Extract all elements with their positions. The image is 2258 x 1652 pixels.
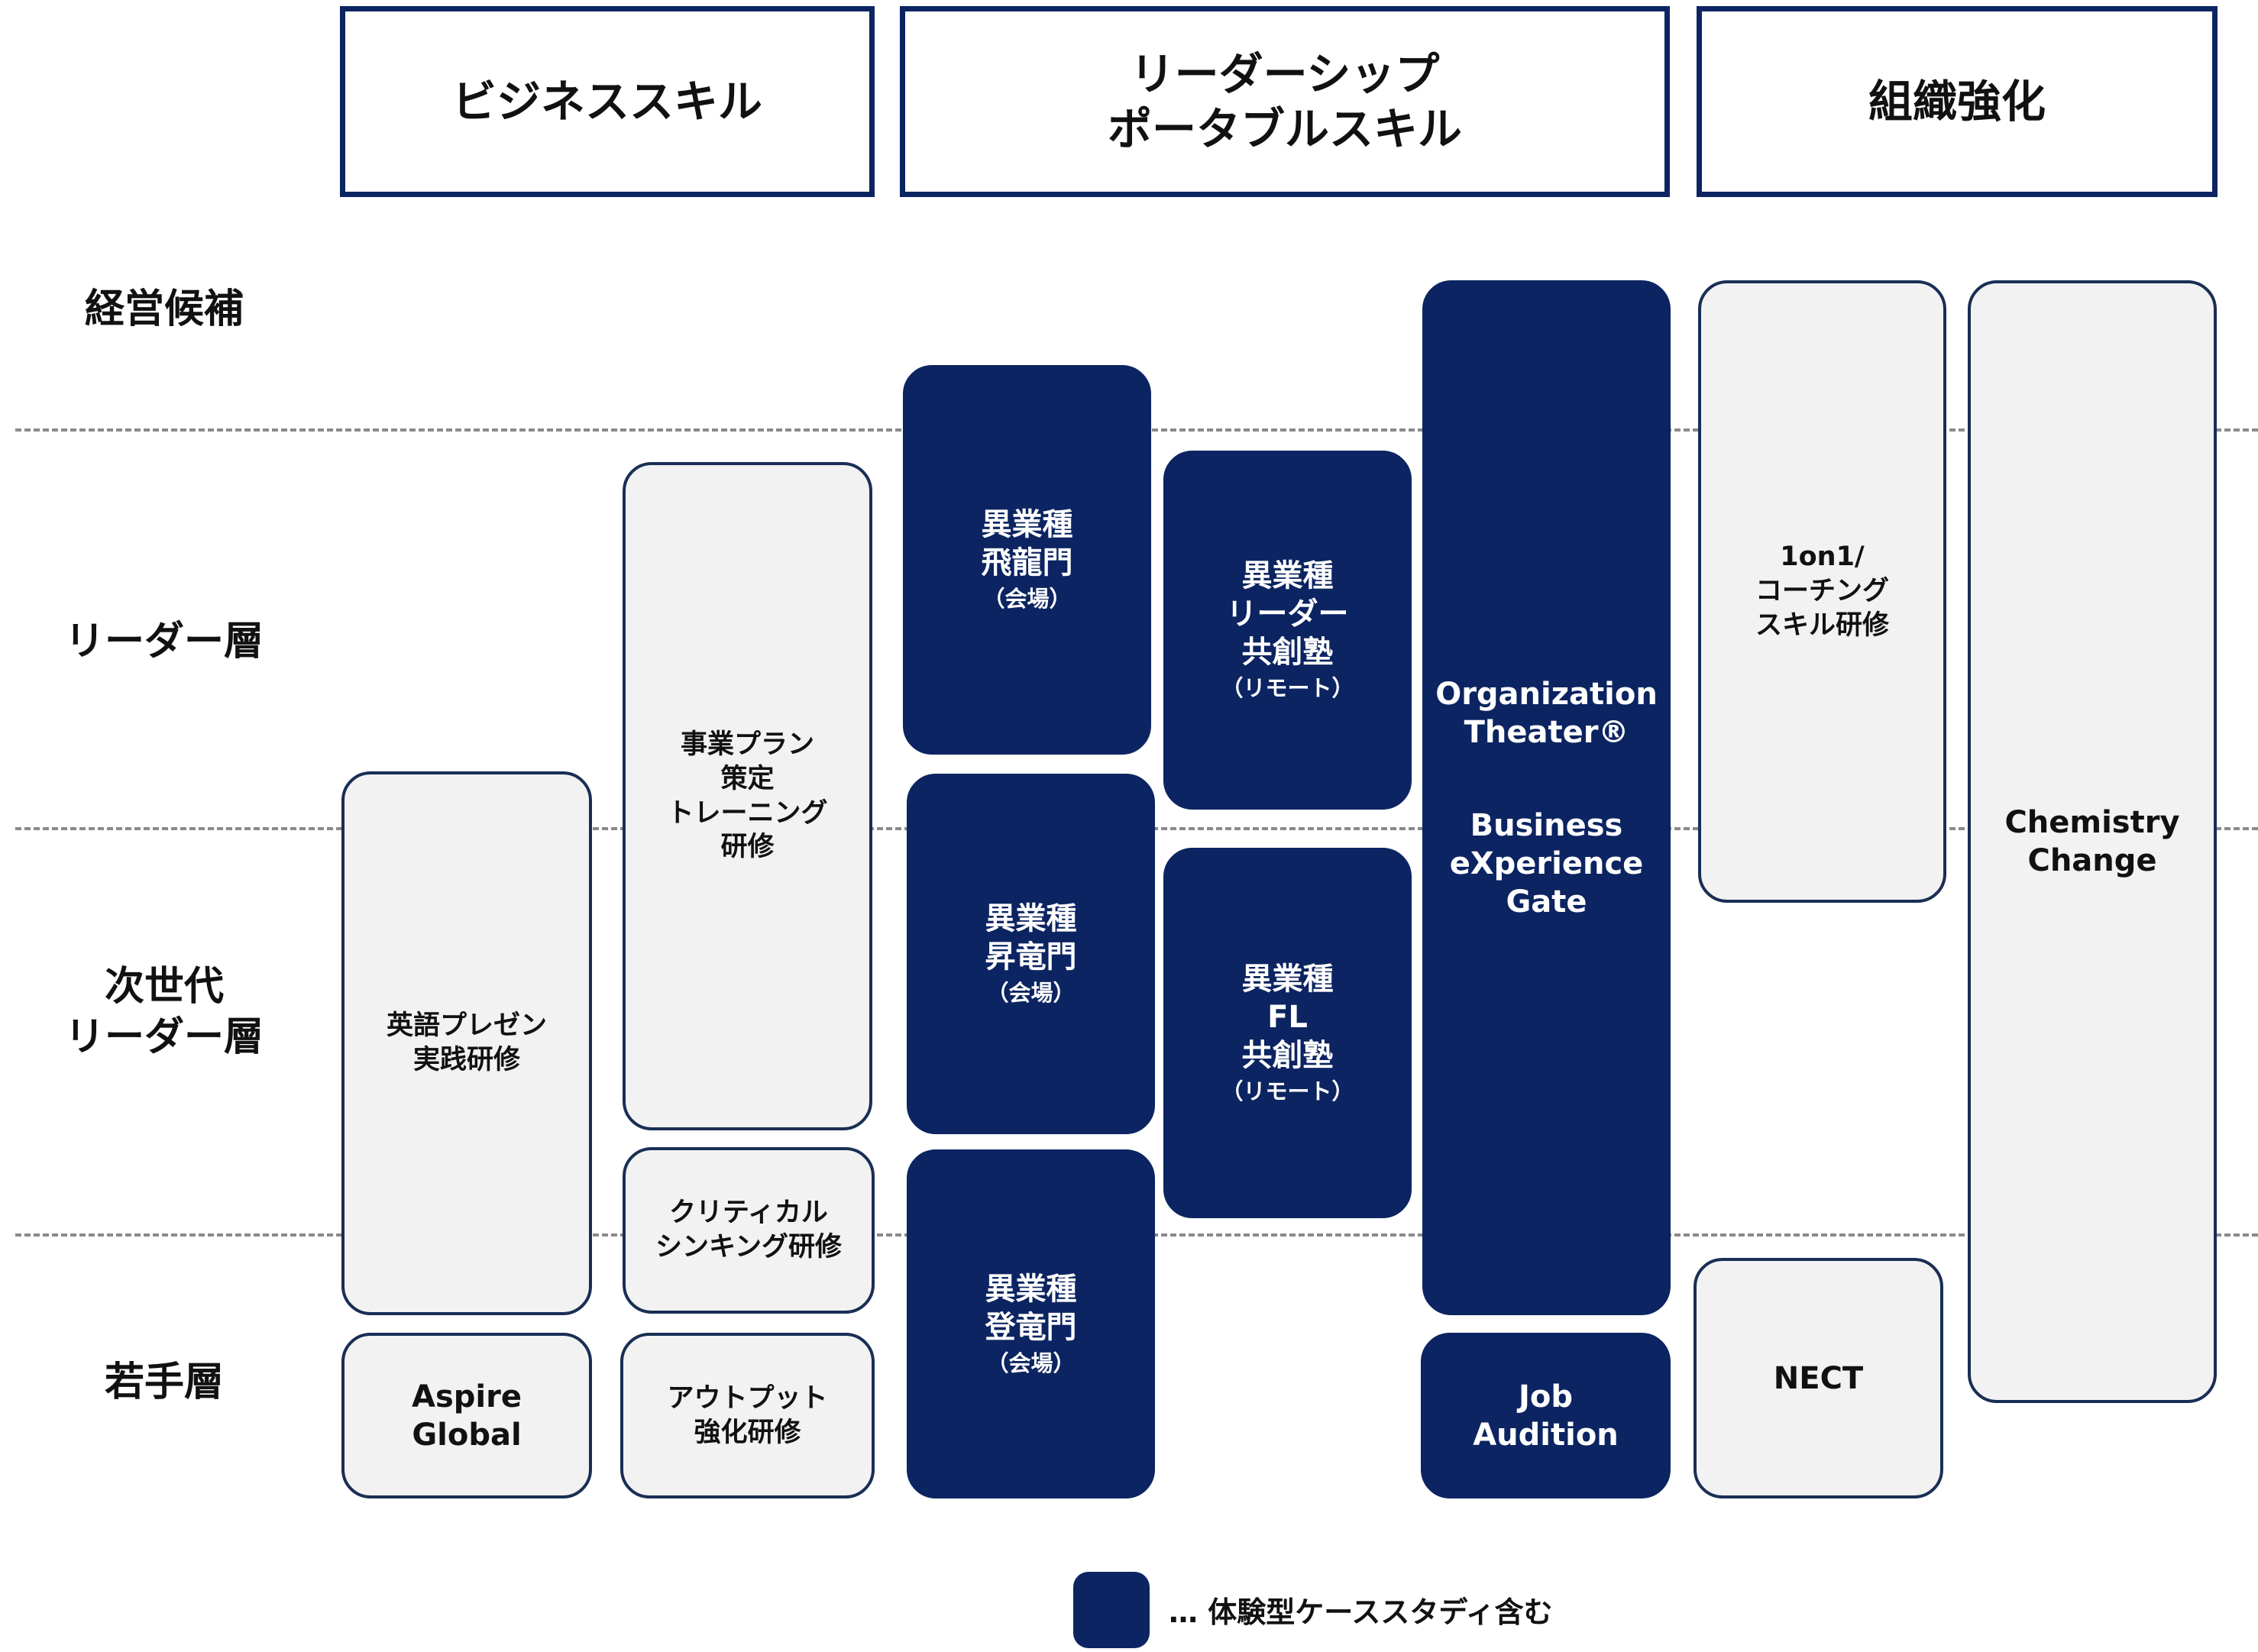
- program-title: 異業種 FL 共創塾: [1241, 961, 1334, 1073]
- program-title: クリティカル シンキング研修: [655, 1198, 842, 1262]
- program-title: Organization Theater®: [1435, 676, 1658, 750]
- header-organization-strengthening: 組織強化: [1697, 6, 2218, 197]
- header-business-skill: ビジネススキル: [340, 6, 875, 197]
- program-venue: （会場）: [986, 1350, 1076, 1376]
- program-business-plan-training: 事業プラン 策定 トレーニング 研修: [623, 462, 872, 1130]
- row-label-leader: リーダー層: [64, 618, 264, 664]
- program-coaching-skill: 1on1/ コーチング スキル研修: [1698, 280, 1946, 903]
- program-title: Job Audition: [1473, 1379, 1619, 1453]
- program-output-training: アウトプット 強化研修: [620, 1333, 875, 1498]
- program-venue: （会場）: [982, 586, 1072, 613]
- program-fl-kyosojuku: 異業種 FL 共創塾 （リモート）: [1163, 848, 1412, 1218]
- program-title: 1on1/ コーチング スキル研修: [1755, 542, 1889, 641]
- program-venue: （リモート）: [1221, 675, 1354, 702]
- program-title: 異業種 飛龍門: [981, 507, 1073, 581]
- program-title: 異業種 リーダー 共創塾: [1226, 558, 1349, 671]
- row-label-next-leader: 次世代 リーダー層: [64, 963, 264, 1060]
- row-label-executive: 経営候補: [84, 286, 244, 332]
- program-leader-kyosojuku: 異業種 リーダー 共創塾 （リモート）: [1163, 451, 1412, 810]
- program-english-presentation: 英語プレゼン 実践研修: [341, 771, 592, 1315]
- program-venue: （リモート）: [1221, 1078, 1354, 1104]
- program-toryumon: 異業種 登竜門 （会場）: [907, 1149, 1155, 1498]
- program-nect: NECT: [1694, 1258, 1943, 1498]
- header-leadership-portable-skill: リーダーシップ ポータブルスキル: [900, 6, 1670, 197]
- program-title: NECT: [1773, 1360, 1864, 1396]
- row-label-young: 若手層: [104, 1359, 224, 1405]
- program-organization-theater: Organization Theater® Business eXperienc…: [1422, 280, 1671, 1315]
- program-chemistry-change: Chemistry Change: [1968, 280, 2217, 1403]
- program-venue: （会場）: [986, 980, 1076, 1007]
- program-aspire-global: Aspire Global: [341, 1333, 592, 1498]
- program-title: 事業プラン 策定 トレーニング 研修: [667, 729, 828, 863]
- program-hiryumon: 異業種 飛龍門 （会場）: [903, 365, 1151, 755]
- program-title: 異業種 登竜門: [985, 1271, 1077, 1345]
- program-title: Aspire Global: [412, 1379, 522, 1453]
- program-critical-thinking: クリティカル シンキング研修: [623, 1147, 875, 1314]
- program-title: Chemistry Change: [2004, 805, 2180, 878]
- legend-swatch: [1073, 1572, 1150, 1648]
- program-title: 異業種 昇竜門: [985, 901, 1077, 975]
- legend-label: … 体験型ケーススタディ含む: [1169, 1595, 1553, 1629]
- program-title-secondary: Business eXperience Gate: [1449, 807, 1644, 920]
- program-title: アウトプット 強化研修: [667, 1382, 828, 1448]
- program-title: 英語プレゼン 実践研修: [386, 1010, 547, 1075]
- program-job-audition: Job Audition: [1421, 1333, 1671, 1498]
- program-shoryumon: 異業種 昇竜門 （会場）: [907, 774, 1155, 1134]
